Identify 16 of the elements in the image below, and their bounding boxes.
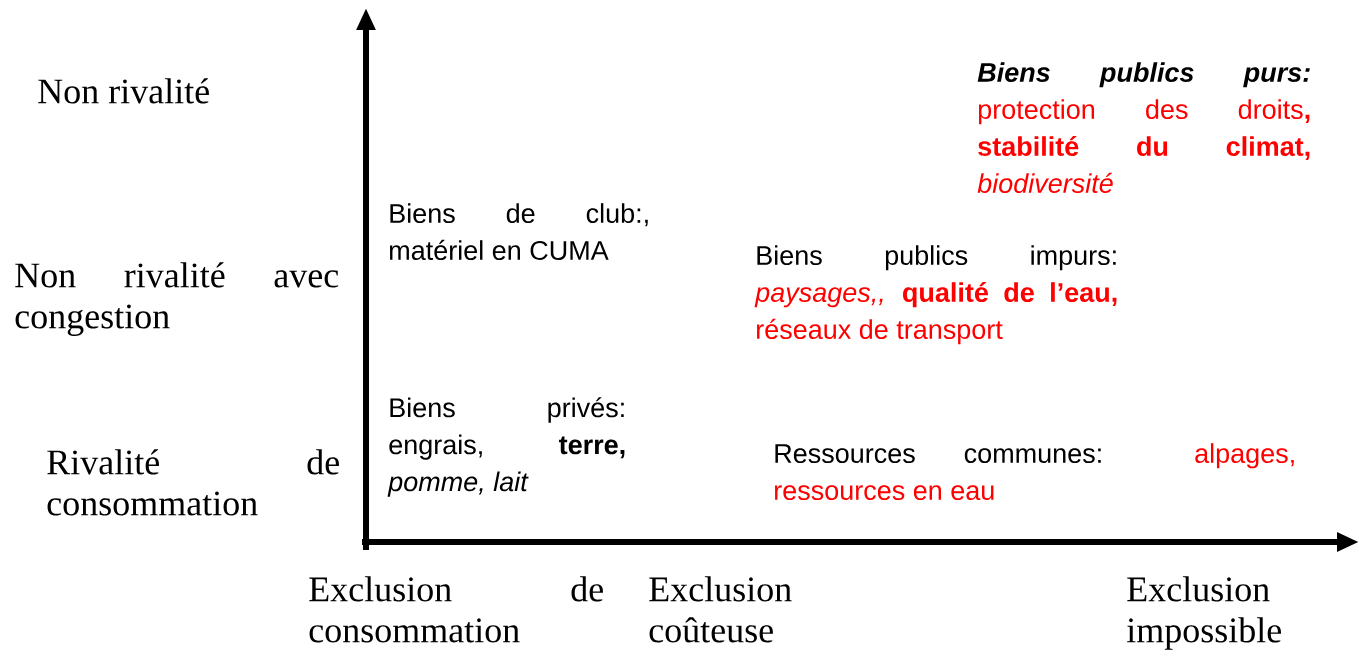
label: ressources en eau [775, 485, 994, 501]
axis-label: Rivalité de consommation [47, 449, 339, 516]
axis-label: Exclusion de consommation [309, 576, 603, 643]
label: Ressources communes: [775, 444, 1101, 464]
label: Biens privés: [390, 397, 624, 423]
label: alpages, [1195, 443, 1294, 469]
axis-label: Exclusion impossible [1126, 576, 1281, 650]
axis-label: Non rivalité avec congestion [15, 262, 339, 336]
label: engrais, terre, pomme, lait [387, 434, 625, 497]
category-text: Biens publics impurs: paysages,, qualité de l’eau, réseaux de transport [754, 245, 1117, 345]
category-text: Biens privés: engrais, terre, pomme, lait [387, 397, 625, 497]
category-text: Biens publics purs: protection des droits, stabilité du climat, biodiversité [977, 62, 1310, 194]
category-text: Biens de club:, matériel en CUMA [390, 203, 648, 260]
category-text: Ressources communes: alpages, ressources en eau [775, 443, 1294, 501]
axis-label: Exclusion coûteuse [649, 576, 792, 643]
axis-label: Non rivalité [38, 78, 209, 104]
